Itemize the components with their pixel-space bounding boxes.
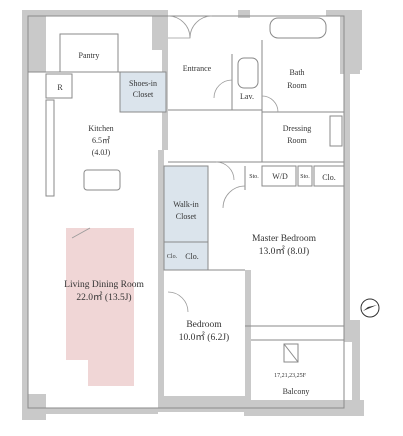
dressing-label-1: Dressing: [283, 124, 311, 133]
walk-in-label-2: Closet: [176, 212, 197, 221]
ldr-label-1: Living Dining Room: [64, 280, 144, 290]
fixtures: [45, 17, 343, 363]
ldr-label-2: 22.0㎡ (13.5J): [76, 292, 131, 303]
clo-small2-label: Clo.: [185, 252, 199, 261]
kitchen-label-1: Kitchen: [88, 124, 113, 133]
balcony-label: Balcony: [283, 387, 310, 396]
bathtub-icon: [269, 17, 327, 39]
kitchen-label-2: 6.5㎡: [92, 136, 110, 145]
clo-small1-label: Clo.: [167, 254, 178, 260]
ac-unit-icon: [283, 343, 299, 363]
walk-in-label-1: Walk-in: [173, 200, 199, 209]
wd-label: W/D: [272, 172, 288, 181]
shoes-closet-label-1: Shoes-in: [129, 79, 157, 88]
refrigerator-label: R: [57, 83, 63, 92]
bath-label-2: Room: [287, 81, 307, 90]
bedroom-label-1: Bedroom: [186, 320, 222, 330]
master-label-2: 13.0㎡ (8.0J): [259, 246, 309, 257]
bath-label-1: Bath: [289, 68, 304, 77]
master-label-1: Master Bedroom: [252, 234, 317, 244]
lav-label: Lav.: [240, 92, 254, 101]
kitchen-counter: [45, 99, 55, 197]
sto-right-label: Sto.: [300, 174, 310, 180]
dressing-label-2: Room: [287, 136, 307, 145]
pantry-label: Pantry: [79, 51, 100, 60]
closets-small-box: [163, 241, 209, 271]
sink-icon: [83, 169, 121, 191]
entrance-label: Entrance: [183, 64, 212, 73]
clo-right-label: Clo.: [322, 173, 336, 182]
bedroom-label-2: 10.0㎡ (6.2J): [179, 332, 229, 343]
shoes-closet-box: [119, 71, 167, 113]
ldr-highlight: [66, 228, 134, 386]
sto-left-label: Sto.: [249, 174, 259, 180]
shoes-closet-label-2: Closet: [133, 90, 154, 99]
north-arrow-icon: [360, 298, 380, 318]
doors: [71, 15, 279, 313]
kitchen-label-3: (4.0J): [92, 148, 111, 157]
dressing-sink: [329, 115, 343, 147]
refrigerator-box: [45, 73, 73, 99]
toilet-icon: [237, 57, 259, 89]
interior-lines: [27, 15, 345, 409]
floors-label: 17,21,23,25F: [274, 373, 307, 379]
